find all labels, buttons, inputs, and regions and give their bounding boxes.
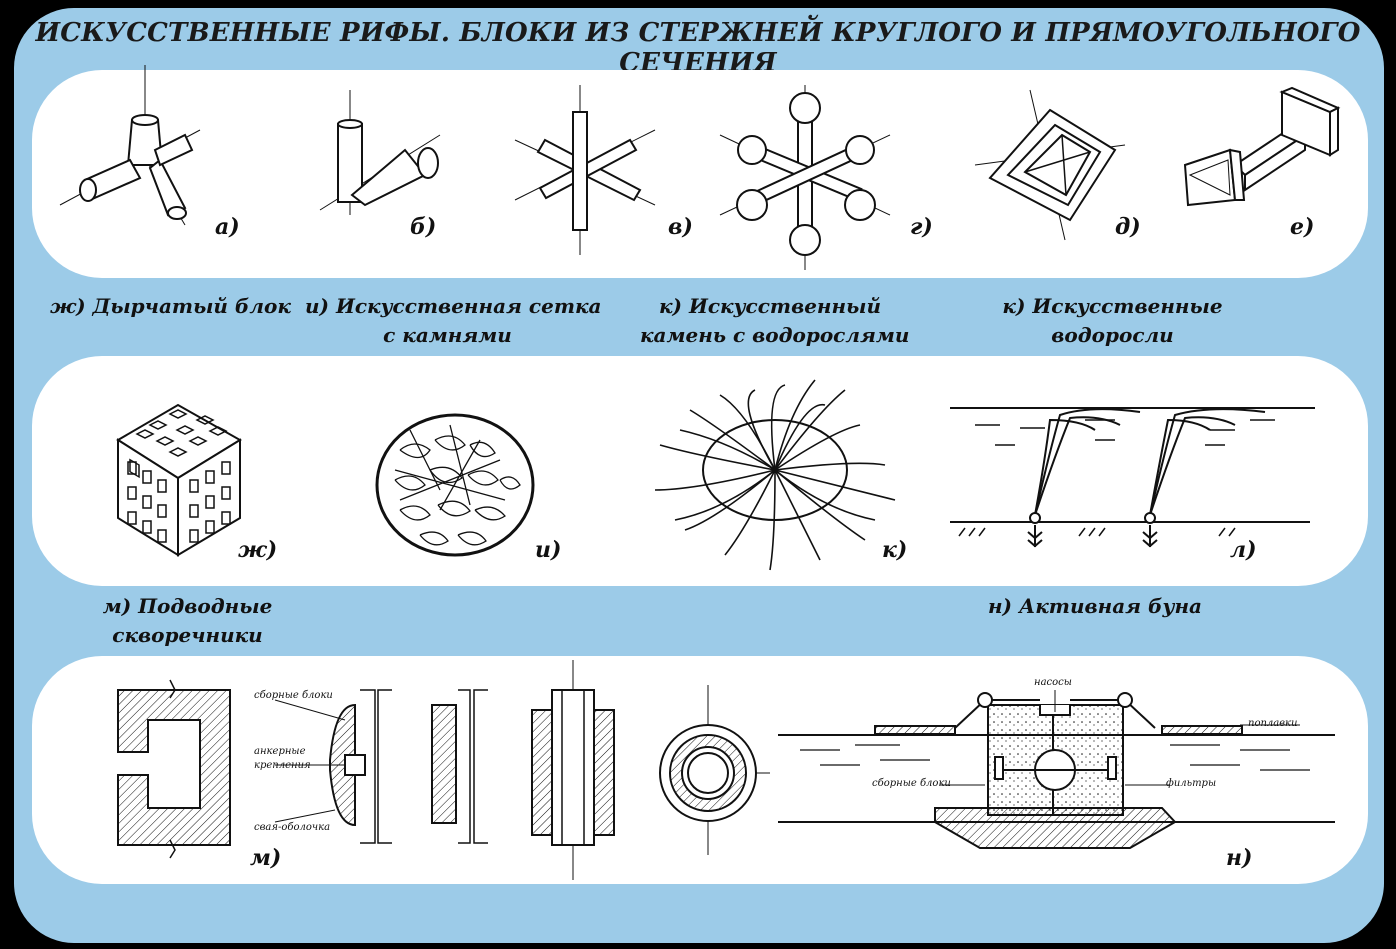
holey-cube-figure bbox=[116, 403, 242, 557]
note-anchor-line1: анкерные bbox=[254, 746, 306, 757]
label-n: н) bbox=[1226, 845, 1253, 871]
frame-diamond-figure bbox=[974, 89, 1126, 241]
label-l: л) bbox=[1230, 537, 1257, 563]
label-a: а) bbox=[215, 214, 240, 240]
panel-rod-blocks bbox=[32, 70, 1368, 278]
note-pumps: насосы bbox=[1034, 677, 1072, 688]
caption-holey-block: ж) Дырчатый блок bbox=[50, 294, 291, 318]
label-g: г) bbox=[910, 214, 933, 240]
pile-ring-figure bbox=[659, 685, 770, 855]
panel-reef-types bbox=[32, 356, 1368, 586]
caption-active-groin: н) Активная буна bbox=[987, 594, 1203, 618]
c-block-figure bbox=[117, 679, 231, 859]
note-assembled-blocks: сборные блоки bbox=[254, 690, 333, 701]
note-anchor-line2: крепления bbox=[254, 760, 311, 771]
wall-section-figure bbox=[431, 689, 488, 844]
pile-shell-figure bbox=[531, 660, 615, 880]
square-cross-figure bbox=[514, 85, 656, 255]
tetrapod-figure bbox=[59, 65, 201, 226]
label-i: и) bbox=[535, 537, 562, 563]
note-filters: фильтры bbox=[1166, 778, 1217, 789]
note-groin-blocks: сборные блоки bbox=[872, 778, 951, 789]
page-title: ИСКУССТВЕННЫЕ РИФЫ. БЛОКИ ИЗ СТЕРЖНЕЙ КР… bbox=[35, 18, 1361, 78]
active-groin-figure bbox=[778, 690, 1335, 849]
stone-algae-figure bbox=[654, 379, 896, 571]
note-pile-shell: свая-оболочка bbox=[254, 822, 331, 833]
bent-rod-figure bbox=[319, 90, 441, 215]
artificial-algae-figure bbox=[950, 407, 1315, 548]
note-floats: поплавки bbox=[1248, 718, 1298, 729]
label-e: е) bbox=[1290, 214, 1315, 240]
stone-net-figure bbox=[375, 413, 535, 557]
ball-rod-figure bbox=[719, 85, 891, 270]
beam-plates-figure bbox=[1183, 86, 1341, 207]
anchor-fastening-figure bbox=[274, 689, 392, 844]
label-k: к) bbox=[882, 537, 908, 563]
label-zh: ж) bbox=[238, 537, 278, 563]
label-m: м) bbox=[250, 845, 282, 871]
label-b: б) bbox=[410, 214, 437, 240]
label-v: в) bbox=[668, 214, 693, 240]
label-d: д) bbox=[1115, 214, 1141, 240]
